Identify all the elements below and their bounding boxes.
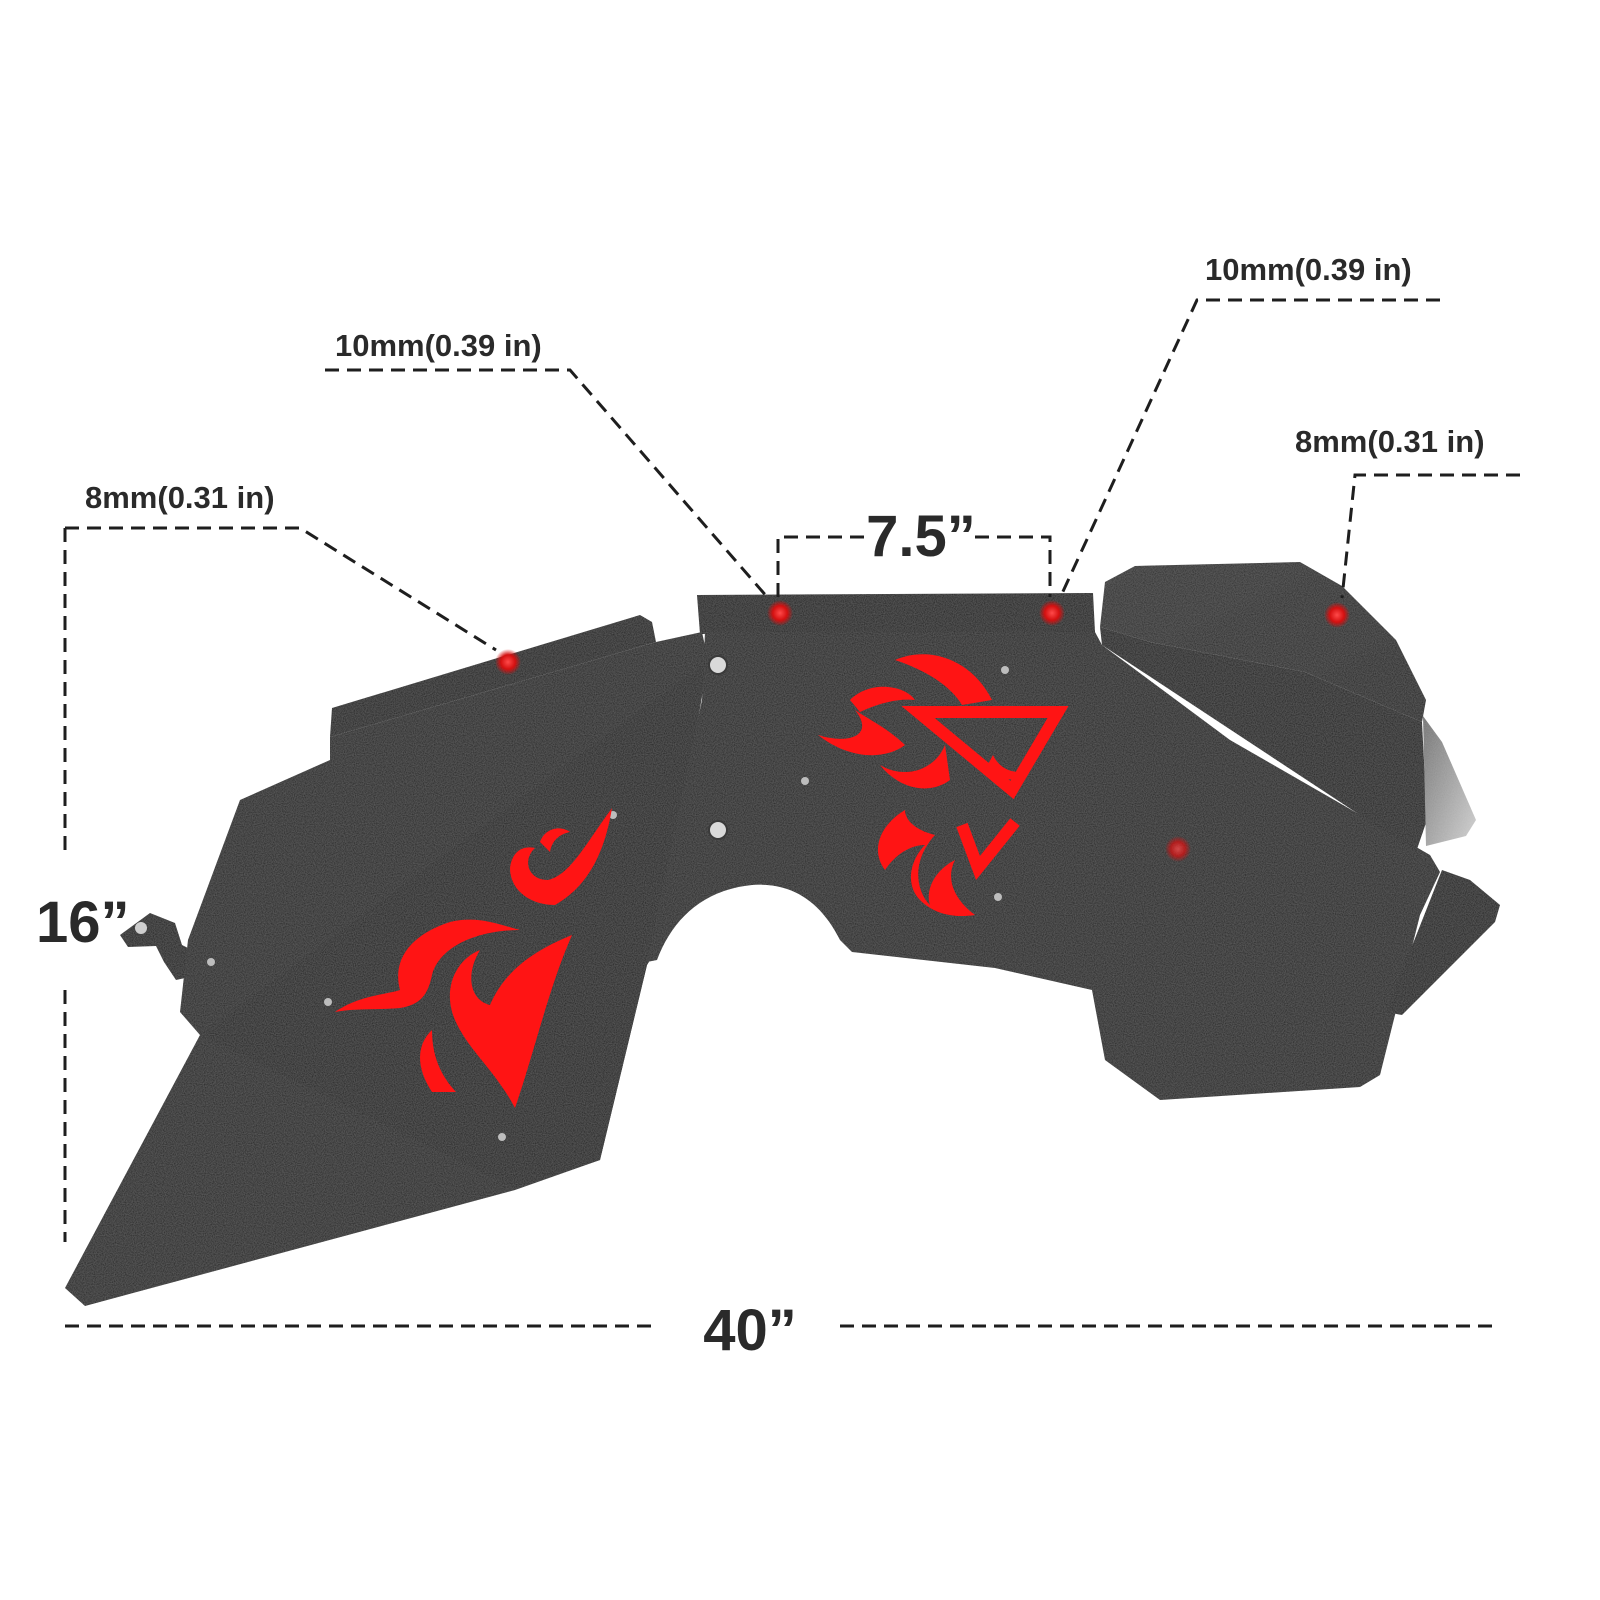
hole-markers bbox=[495, 600, 1350, 862]
label-hole-top-left: 10mm(0.39 in) bbox=[335, 328, 542, 363]
logo-graphic-middle-upper bbox=[818, 654, 1069, 800]
leader-line-top-right bbox=[1058, 298, 1440, 599]
middle-top-flange bbox=[697, 593, 1095, 634]
spacing-bracket-right bbox=[975, 535, 1052, 597]
label-hole-spacing: 7.5” bbox=[866, 504, 976, 569]
dimension-lines bbox=[63, 298, 1520, 1328]
screw bbox=[708, 820, 728, 840]
rivet bbox=[324, 998, 332, 1006]
right-bottom-flap bbox=[1386, 870, 1500, 1015]
screw bbox=[708, 655, 728, 675]
fasteners bbox=[135, 655, 1009, 1141]
label-width: 40” bbox=[703, 1298, 797, 1363]
label-hole-left: 8mm(0.31 in) bbox=[85, 480, 275, 515]
right-cap-bevel bbox=[1423, 716, 1476, 846]
hole-marker-left bbox=[495, 649, 521, 675]
left-top-flange bbox=[330, 615, 656, 737]
leader-line-right bbox=[1340, 473, 1520, 599]
rivet bbox=[498, 1133, 506, 1141]
hole-marker-top-left bbox=[767, 600, 793, 626]
flame-shape bbox=[449, 935, 572, 1108]
right-cap-side-face bbox=[1100, 627, 1427, 852]
leader-line-top-left bbox=[325, 368, 770, 599]
hole-marker-top-right bbox=[1039, 600, 1065, 626]
dimension-labels: 10mm(0.39 in) 10mm(0.39 in) 8mm(0.31 in)… bbox=[36, 252, 1485, 1363]
flame-shape bbox=[540, 828, 570, 852]
rivet bbox=[801, 777, 809, 785]
flame-shape bbox=[877, 810, 975, 917]
rivet bbox=[994, 893, 1002, 901]
flame-shape bbox=[420, 1030, 456, 1092]
hole-marker-center bbox=[1165, 836, 1191, 862]
flame-shape bbox=[818, 710, 905, 756]
hole-marker-right bbox=[1324, 602, 1350, 628]
flame-shape bbox=[985, 755, 1030, 780]
spacing-bracket-left bbox=[776, 535, 868, 597]
flame-shape bbox=[335, 919, 520, 1012]
flame-graphic-left-upper bbox=[510, 808, 612, 905]
fender-liner bbox=[65, 562, 1500, 1306]
flame-shape bbox=[895, 654, 992, 705]
flame-shape bbox=[850, 686, 915, 712]
rivet bbox=[1001, 666, 1009, 674]
logo-v bbox=[956, 818, 1020, 880]
logo-triangle bbox=[901, 706, 1069, 800]
right-cap-top-face bbox=[1100, 562, 1426, 722]
rivet bbox=[207, 958, 215, 966]
flame-shape bbox=[510, 808, 612, 905]
flame-shape bbox=[880, 745, 950, 789]
logo-graphic-middle-lower bbox=[877, 810, 1020, 917]
label-hole-right: 8mm(0.31 in) bbox=[1295, 424, 1485, 459]
label-height: 16” bbox=[36, 890, 130, 955]
leader-line-left bbox=[65, 526, 497, 652]
label-hole-top-right: 10mm(0.39 in) bbox=[1205, 252, 1412, 287]
flame-graphic-left-lower bbox=[335, 919, 572, 1108]
mounting-hole bbox=[135, 922, 147, 934]
